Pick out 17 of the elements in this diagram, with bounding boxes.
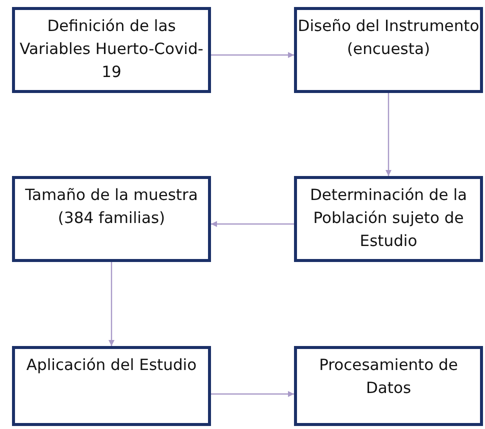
process-box [294,7,483,93]
process-box [12,7,211,93]
step-label: Tamaño de la muestra (384 familias) [24,185,199,229]
step-label: Aplicación del Estudio [26,355,197,376]
step-label: Definición de las Variables Huerto-Covid-19 [18,16,204,83]
process-box [294,176,483,262]
step-label: Determinación de la Población sujeto de Estudio [308,185,468,252]
step-label: Procesamiento de Datos [318,355,459,399]
arrow [211,391,294,397]
arrow [386,93,392,176]
process-box [12,176,211,262]
process-box [294,346,483,426]
process-box [12,346,211,426]
step-label: Diseño del Instrumento (encuesta) [297,16,480,60]
arrow [108,262,114,346]
arrow [211,221,294,227]
arrow [211,52,294,58]
